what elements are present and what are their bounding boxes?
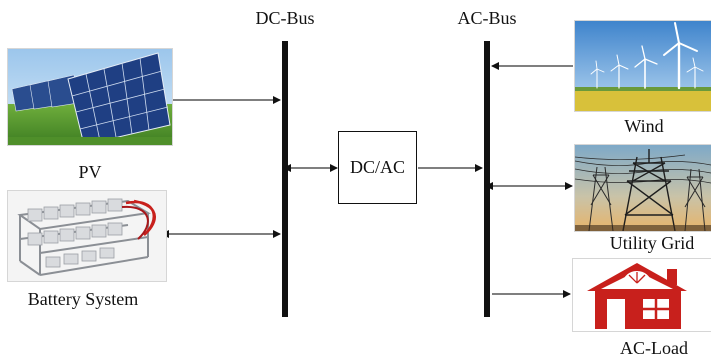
battery-label: Battery System <box>27 289 139 309</box>
wind-turbine-icon <box>574 20 711 112</box>
dc-ac-converter-box: DC/AC <box>338 131 417 204</box>
transmission-tower-icon <box>574 144 711 232</box>
house-icon <box>572 258 711 332</box>
battery-rack-icon <box>7 190 167 282</box>
utility-grid-label: Utility Grid <box>609 233 695 253</box>
pv-label: PV <box>78 162 102 182</box>
ac-bus-label: AC-Bus <box>457 8 517 28</box>
dc-bus-label: DC-Bus <box>255 8 315 28</box>
ac-load-label: AC-Load <box>620 338 688 358</box>
solar-panel-icon <box>7 48 173 146</box>
converter-label: DC/AC <box>349 157 405 177</box>
wind-label: Wind <box>624 116 664 136</box>
